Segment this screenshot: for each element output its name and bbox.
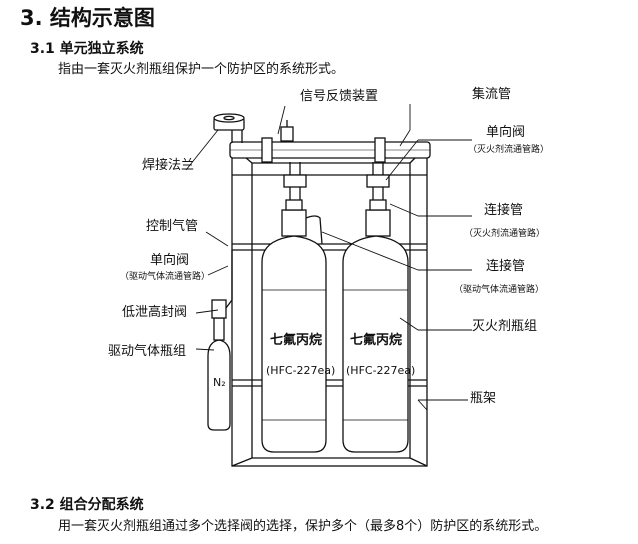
cylinder-valves — [281, 162, 391, 245]
label-manifold: 集流管 — [472, 86, 511, 102]
cylinder-2-name: 七氟丙烷 — [350, 332, 402, 348]
label-signal-feedback: 信号反馈装置 — [300, 89, 378, 104]
subsection-heading-2: 3.2 组合分配系统 — [30, 497, 144, 513]
weld-flange — [213, 113, 245, 143]
subsection-text-2: 用一套灭火剂瓶组通过多个选择阀的选择，保护多个（最多8个）防护区的系统形式。 — [58, 519, 548, 534]
drive-cylinder-label: N₂ — [213, 376, 226, 389]
label-connect-pipe-agent-note: （灭火剂流通管路） — [464, 227, 545, 239]
signal-feedback-device — [280, 120, 294, 142]
label-weld-flange: 焊接法兰 — [142, 157, 194, 173]
label-drive-gas-cylinder-group: 驱动气体瓶组 — [108, 343, 186, 359]
label-check-valve-drive: 单向阀 — [150, 252, 189, 268]
section-title: 3. 结构示意图 — [20, 6, 155, 30]
label-connect-pipe-drive: 连接管 — [486, 258, 525, 274]
leader-lines — [185, 104, 472, 411]
label-check-valve-agent-note: （灭火剂流通管路） — [468, 143, 549, 155]
label-connect-pipe-drive-note: （驱动气体流通管路） — [454, 283, 544, 295]
cylinder-2-code: (HFC-227ea) — [346, 364, 415, 377]
label-check-valve-agent: 单向阀 — [486, 124, 525, 140]
label-agent-cylinder-group: 灭火剂瓶组 — [472, 319, 537, 334]
manifold-pipe — [229, 137, 431, 163]
agent-cylinder-1 — [261, 235, 327, 453]
subsection-text-1: 指由一套灭火剂瓶组保护一个防护区的系统形式。 — [58, 62, 345, 77]
drive-gas-cylinder — [207, 250, 233, 431]
label-control-gas-pipe: 控制气管 — [146, 218, 198, 234]
cylinder-1-name: 七氟丙烷 — [270, 332, 322, 348]
agent-cylinder-2 — [342, 235, 409, 453]
label-connect-pipe-agent: 连接管 — [484, 202, 523, 218]
label-rack: 瓶架 — [470, 391, 496, 406]
cylinder-1-code: (HFC-227ea) — [266, 364, 335, 377]
subsection-heading-1: 3.1 单元独立系统 — [30, 41, 144, 57]
label-low-leak-valve: 低泄高封阀 — [122, 304, 187, 320]
label-check-valve-drive-note: （驱动气体流通管路） — [120, 270, 210, 282]
